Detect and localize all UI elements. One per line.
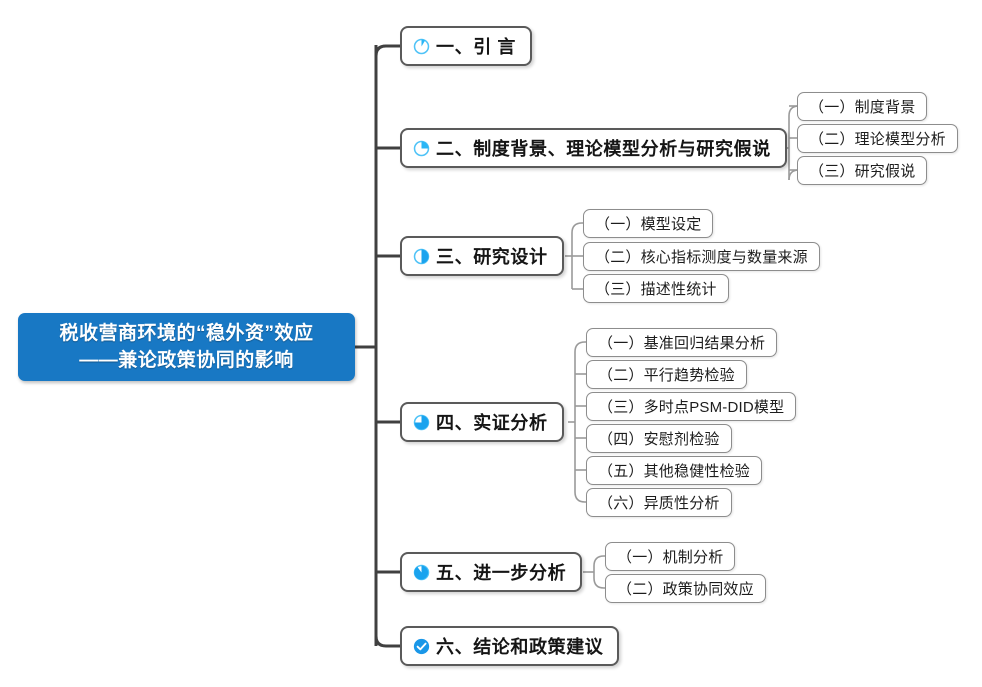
leaf-link-5-2	[593, 577, 605, 589]
leaf-node-5-1[interactable]: （一）机制分析	[605, 542, 736, 571]
leaf-link-4-1	[574, 341, 586, 353]
leaf-node-4-4-label: （四）安慰剂检验	[598, 431, 720, 448]
branch-node-6-label: 六、结论和政策建议	[436, 637, 604, 657]
leaf-node-2-2[interactable]: （二）理论模型分析	[797, 124, 958, 153]
leaf-node-2-2-label: （二）理论模型分析	[809, 131, 946, 148]
branch-link-6	[374, 635, 400, 648]
branch-node-5[interactable]: 五、进一步分析	[400, 552, 583, 592]
branch-node-6[interactable]: 六、结论和政策建议	[400, 626, 620, 666]
leaf-node-2-3[interactable]: （三）研究假说	[797, 156, 928, 185]
leaf-node-4-6-label: （六）异质性分析	[598, 495, 720, 512]
branch-node-2-label: 二、制度背景、理论模型分析与研究假说	[436, 139, 771, 159]
branch-node-3[interactable]: 三、研究设计	[400, 236, 564, 276]
branch-node-5-label: 五、进一步分析	[436, 563, 567, 583]
pie-progress-icon	[413, 38, 430, 54]
pie-progress-icon	[413, 140, 430, 156]
pie-progress-icon	[413, 414, 430, 430]
leaf-link-5-1	[593, 555, 605, 567]
root-node-label: 税收营商环境的“稳外资”效应 ——兼论政策协同的影响	[59, 323, 314, 371]
branch-node-2[interactable]: 二、制度背景、理论模型分析与研究假说	[400, 128, 787, 168]
leaf-node-4-5[interactable]: （五）其他稳健性检验	[586, 456, 763, 485]
branch-node-1[interactable]: 一、引 言	[400, 26, 533, 66]
check-circle-icon	[413, 638, 430, 654]
leaf-node-5-1-label: （一）机制分析	[617, 549, 724, 566]
leaf-node-5-2-label: （二）政策协同效应	[617, 581, 754, 598]
leaf-node-3-3[interactable]: （三）描述性统计	[583, 274, 729, 303]
leaf-node-4-3[interactable]: （三）多时点PSM-DID模型	[586, 392, 797, 421]
branch-link-1	[374, 44, 400, 57]
leaf-node-4-4[interactable]: （四）安慰剂检验	[586, 424, 732, 453]
leaf-node-3-2[interactable]: （二）核心指标测度与数量来源	[583, 242, 820, 271]
leaf-node-3-2-label: （二）核心指标测度与数量来源	[595, 249, 808, 266]
leaf-node-3-1-label: （一）模型设定	[595, 216, 702, 233]
leaf-link-3-1	[571, 222, 583, 234]
leaf-node-4-3-label: （三）多时点PSM-DID模型	[598, 399, 785, 416]
leaf-node-2-1-label: （一）制度背景	[809, 99, 916, 116]
leaf-node-4-1-label: （一）基准回归结果分析	[598, 335, 766, 352]
leaf-node-3-1[interactable]: （一）模型设定	[583, 209, 714, 238]
branch-node-1-label: 一、引 言	[436, 37, 517, 57]
leaf-node-5-2[interactable]: （二）政策协同效应	[605, 574, 766, 603]
leaf-node-4-2[interactable]: （二）平行趋势检验	[586, 360, 747, 389]
leaf-node-2-1[interactable]: （一）制度背景	[797, 92, 928, 121]
branch-node-4-label: 四、实证分析	[436, 413, 548, 433]
branch-node-4[interactable]: 四、实证分析	[400, 402, 564, 442]
pie-progress-icon	[413, 564, 430, 580]
leaf-node-4-6[interactable]: （六）异质性分析	[586, 488, 732, 517]
leaf-node-4-5-label: （五）其他稳健性检验	[598, 463, 751, 480]
leaf-link-4-6	[574, 491, 586, 503]
branch-node-3-label: 三、研究设计	[436, 247, 548, 267]
leaf-node-4-1[interactable]: （一）基准回归结果分析	[586, 328, 778, 357]
root-node[interactable]: 税收营商环境的“稳外资”效应 ——兼论政策协同的影响	[18, 313, 355, 381]
leaf-node-4-2-label: （二）平行趋势检验	[598, 367, 735, 384]
leaf-node-2-3-label: （三）研究假说	[809, 163, 916, 180]
pie-progress-icon	[413, 248, 430, 264]
leaf-node-3-3-label: （三）描述性统计	[595, 281, 717, 298]
